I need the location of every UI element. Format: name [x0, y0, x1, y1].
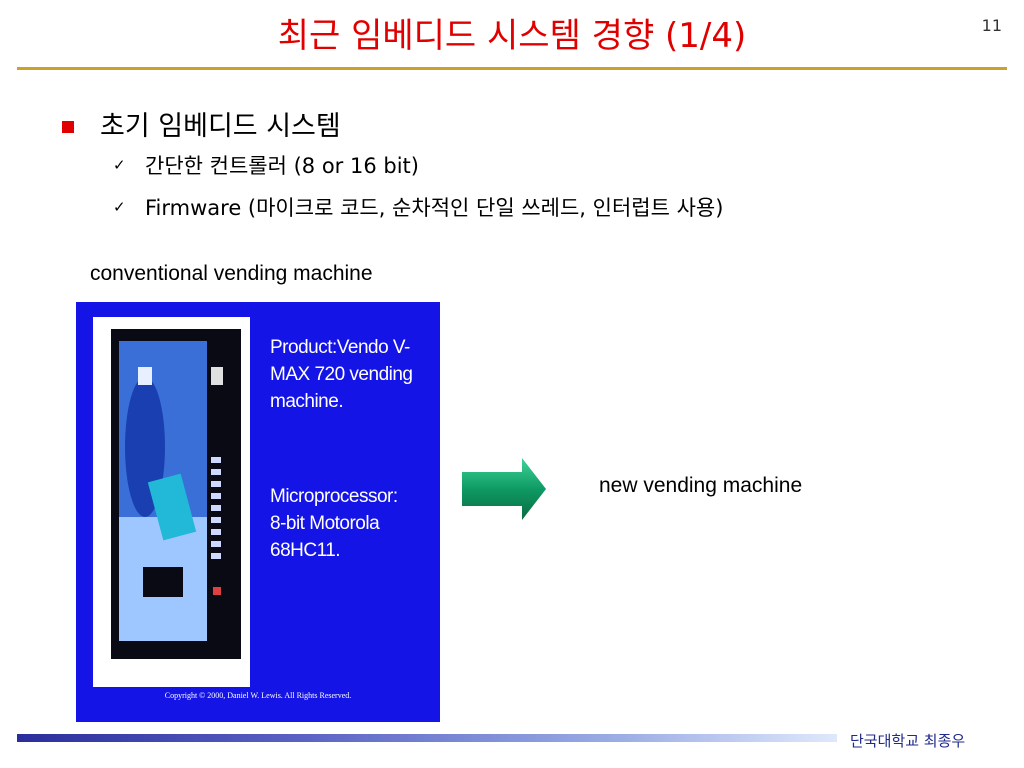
microprocessor-description: Microprocessor: 8-bit Motorola 68HC11.	[270, 483, 430, 564]
micro-line: Microprocessor:	[270, 486, 398, 507]
sub-bullet-2: ✓ Firmware (마이크로 코드, 순차적인 단일 쓰레드, 인터럽트 사…	[113, 192, 723, 222]
sub-bullet-text: Firmware (마이크로 코드, 순차적인 단일 쓰레드, 인터럽트 사용)	[145, 196, 724, 220]
right-arrow-icon	[462, 458, 546, 520]
title-divider	[17, 67, 1007, 70]
page-number: 11	[981, 16, 1002, 35]
product-line: machine.	[270, 391, 344, 412]
product-line: Product:Vendo V-	[270, 337, 410, 358]
photo-frame	[93, 317, 250, 687]
vending-machine-photo: Product:Vendo V- MAX 720 vending machine…	[76, 302, 440, 722]
slide-title: 최근 임베디드 시스템 경향 (1/4)	[277, 16, 747, 56]
main-bullet: 초기 임베디드 시스템	[62, 104, 341, 143]
check-icon: ✓	[113, 198, 126, 216]
product-line: MAX 720 vending	[270, 364, 413, 385]
micro-line: 68HC11.	[270, 540, 341, 561]
sub-bullet-1: ✓ 간단한 컨트롤러 (8 or 16 bit)	[113, 150, 419, 180]
footer-gradient-bar	[17, 734, 837, 742]
product-description: Product:Vendo V- MAX 720 vending machine…	[270, 334, 430, 415]
square-bullet-icon	[62, 120, 74, 133]
micro-line: 8-bit Motorola	[270, 513, 380, 534]
check-icon: ✓	[113, 156, 126, 174]
footer-author: 단국대학교 최종우	[850, 732, 966, 750]
caption-conventional: conventional vending machine	[90, 262, 373, 285]
vending-machine-illustration	[111, 329, 241, 659]
photo-copyright: Copyright © 2000, Daniel W. Lewis. All R…	[164, 691, 352, 700]
caption-new: new vending machine	[599, 474, 803, 497]
main-bullet-text: 초기 임베디드 시스템	[100, 111, 341, 142]
sub-bullet-text: 간단한 컨트롤러 (8 or 16 bit)	[145, 154, 419, 178]
